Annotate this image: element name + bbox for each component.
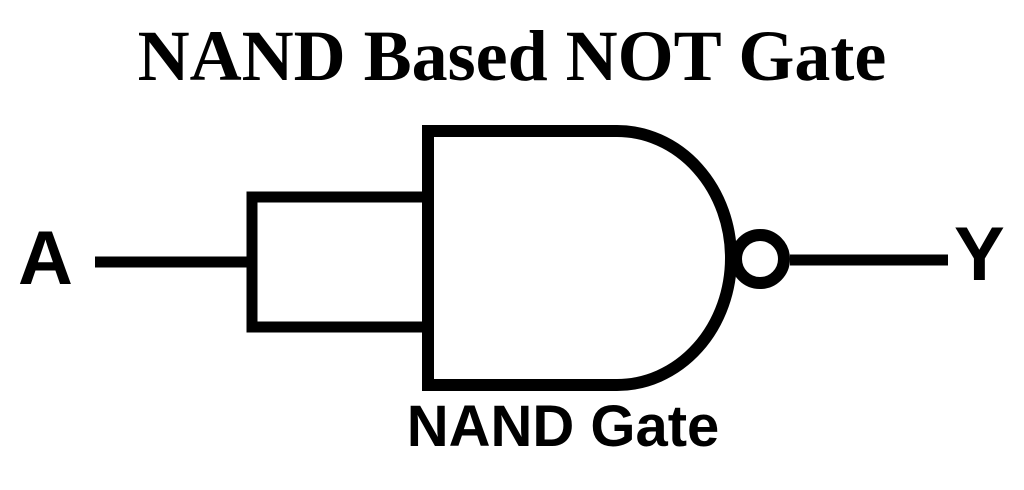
nand-gate-symbol xyxy=(422,125,737,391)
page-title: NAND Based NOT Gate xyxy=(137,16,887,96)
output-label-y: Y xyxy=(954,212,1005,297)
input-label-a: A xyxy=(18,216,73,301)
inversion-bubble-icon xyxy=(730,229,790,289)
input-bridge xyxy=(246,191,428,333)
gate-caption: NAND Gate xyxy=(406,394,720,459)
